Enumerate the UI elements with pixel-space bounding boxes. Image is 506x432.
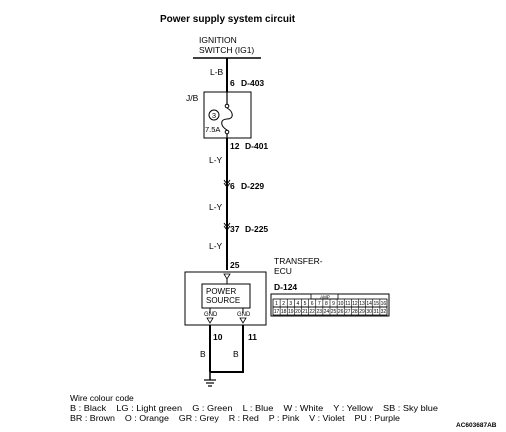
gnd2-pin: 11 bbox=[248, 332, 257, 342]
wire-gnd-left-color: B bbox=[200, 349, 206, 359]
ecu-box bbox=[184, 271, 267, 326]
connector-pin-27: 27 bbox=[345, 309, 351, 315]
connector-pin-7: 7 bbox=[318, 301, 321, 307]
power-source-label-2: SOURCE bbox=[206, 296, 240, 305]
connector-pin-19: 19 bbox=[288, 309, 294, 315]
connector-pin-28: 28 bbox=[352, 309, 358, 315]
connector-pin-20: 20 bbox=[295, 309, 301, 315]
legend-line-1: B : Black LG : Light green G : Green L :… bbox=[70, 403, 438, 413]
connector-pin-13: 13 bbox=[359, 301, 365, 307]
power-source-block bbox=[201, 283, 251, 309]
fuse-number: 3 bbox=[212, 111, 216, 120]
gnd2-terminal bbox=[239, 317, 247, 324]
connector-pin-8: 8 bbox=[325, 301, 328, 307]
connector-pin-14: 14 bbox=[366, 301, 372, 307]
connector-pin-29: 29 bbox=[359, 309, 365, 315]
svg-text:AMP: AMP bbox=[320, 295, 330, 300]
wire-top-color: L-B bbox=[210, 67, 224, 77]
connector-pin-15: 15 bbox=[374, 301, 380, 307]
connector-pin-9: 9 bbox=[332, 301, 335, 307]
fuse-rating: 7.5A bbox=[205, 125, 220, 134]
connector-pin-11: 11 bbox=[345, 301, 350, 307]
legend-title: Wire colour code bbox=[70, 393, 134, 403]
ecu-input-pin: 25 bbox=[230, 260, 240, 270]
connector-pin-31: 31 bbox=[374, 309, 380, 315]
connector-3-id: D-229 bbox=[241, 181, 264, 191]
connector-3-pin: 6 bbox=[230, 181, 235, 191]
connector-2-id: D-401 bbox=[245, 141, 268, 151]
connector-4-id: D-225 bbox=[245, 224, 268, 234]
wire-seg3-color: L-Y bbox=[209, 241, 223, 251]
ignition-label-1: IGNITION bbox=[199, 35, 237, 45]
connector-pin-22: 22 bbox=[309, 309, 315, 315]
ecu-name-1: TRANSFER- bbox=[274, 256, 323, 266]
connector-pin-2: 2 bbox=[282, 301, 285, 307]
connector-pin-6: 6 bbox=[311, 301, 314, 307]
wire-gnd-right-color: B bbox=[233, 349, 239, 359]
connector-pin-30: 30 bbox=[366, 309, 372, 315]
connector-pin-4: 4 bbox=[297, 301, 300, 307]
ignition-label-2: SWITCH (IG1) bbox=[199, 45, 254, 55]
legend-line-2: BR : Brown O : Orange GR : Grey R : Red … bbox=[70, 413, 400, 423]
connector-pin-24: 24 bbox=[324, 309, 330, 315]
fuse-terminal-top bbox=[224, 103, 230, 109]
connector-pin-16: 16 bbox=[381, 301, 387, 307]
connector-pin-5: 5 bbox=[304, 301, 307, 307]
ecu-name-2: ECU bbox=[274, 266, 292, 276]
ecu-input-terminal bbox=[223, 273, 231, 280]
connector-pin-32: 32 bbox=[381, 309, 387, 315]
gnd1-label: GND bbox=[204, 312, 218, 318]
wire-seg1-color: L-Y bbox=[209, 155, 223, 165]
connector-3-mark bbox=[223, 179, 231, 188]
connector-4-pin: 37 bbox=[230, 224, 240, 234]
connector-1-pin: 6 bbox=[230, 78, 235, 88]
ground-symbol-icon bbox=[204, 372, 216, 387]
connector-pin-17: 17 bbox=[274, 309, 280, 315]
gnd2-label: GND bbox=[237, 312, 251, 318]
fuse-number-circle bbox=[208, 109, 220, 121]
fuse-element bbox=[221, 107, 233, 131]
connector-pin-10: 10 bbox=[338, 301, 344, 307]
connector-pin-21: 21 bbox=[302, 309, 308, 315]
power-source-label-1: POWER bbox=[206, 287, 236, 296]
connector-pin-26: 26 bbox=[338, 309, 344, 315]
connector-pin-3: 3 bbox=[289, 301, 292, 307]
fuse-terminal-bottom bbox=[224, 129, 230, 135]
connector-pin-25: 25 bbox=[331, 309, 337, 315]
jb-label: J/B bbox=[186, 93, 199, 103]
wire-seg2-color: L-Y bbox=[209, 202, 223, 212]
connector-pin-18: 18 bbox=[281, 309, 287, 315]
connector-pin-23: 23 bbox=[317, 309, 323, 315]
wire-gnd-right bbox=[210, 325, 244, 373]
gnd1-pin: 10 bbox=[213, 332, 223, 342]
connector-pin-12: 12 bbox=[352, 301, 358, 307]
connector-4-mark bbox=[223, 222, 231, 231]
gnd1-terminal bbox=[206, 317, 214, 324]
figure-id: AC603687AB bbox=[456, 422, 497, 429]
ecu-connector-id: D-124 bbox=[274, 282, 297, 292]
connector-1-id: D-403 bbox=[241, 78, 264, 88]
connector-pin-1: 1 bbox=[275, 301, 278, 307]
diagram-title: Power supply system circuit bbox=[160, 14, 296, 25]
connector-2-pin: 12 bbox=[230, 141, 240, 151]
